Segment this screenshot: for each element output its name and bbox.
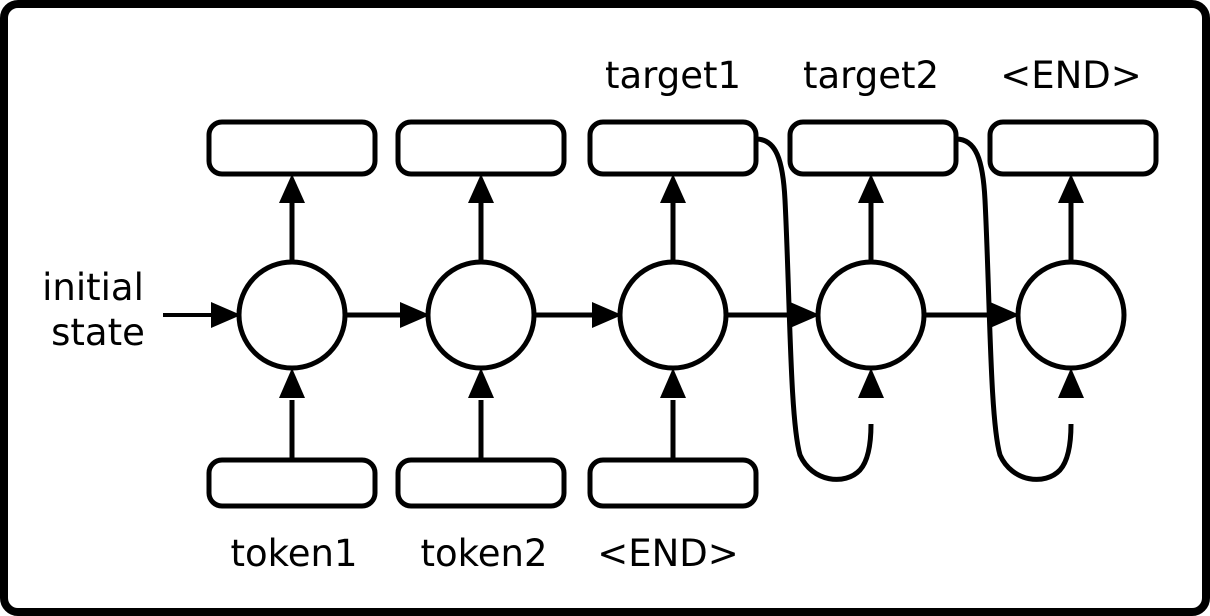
input-to-cell-arrow-1 [279, 368, 305, 398]
input-box-2[interactable] [395, 457, 567, 509]
output-box-1[interactable] [206, 119, 378, 177]
top-label-target2: target2 [803, 54, 939, 97]
cell-to-output-arrow-5 [1058, 174, 1084, 203]
initial-state-label-line2: state [51, 311, 145, 354]
labels-group: initial state target1 target2 <END> toke… [42, 54, 1142, 575]
state-flow-connections [163, 302, 1020, 328]
bottom-label-token1: token1 [230, 532, 357, 575]
feedback-curve-4-to-5 [955, 136, 1074, 482]
state-arrow-1-2 [400, 302, 430, 328]
bottom-label-end: <END> [597, 532, 739, 575]
timestep-column-5 [955, 119, 1159, 482]
initial-state-arrow [211, 302, 241, 328]
top-label-end: <END> [1000, 54, 1142, 97]
cell-to-output-arrow-4 [858, 174, 884, 203]
top-label-target1: target1 [605, 54, 741, 97]
feedback-arrow-3-to-4 [858, 368, 884, 398]
rnn-cell-4[interactable] [815, 259, 927, 371]
cell-to-output-arrow-1 [279, 174, 305, 203]
initial-state-label-line1: initial [42, 266, 144, 309]
timestep-column-2 [395, 119, 567, 509]
cell-to-output-arrow-3 [660, 174, 686, 203]
bottom-label-token2: token2 [420, 532, 547, 575]
timestep-column-3 [587, 119, 759, 509]
cell-to-output-arrow-2 [468, 174, 494, 203]
rnn-cell-2[interactable] [425, 259, 537, 371]
input-to-cell-arrow-2 [468, 368, 494, 398]
output-box-2[interactable] [395, 119, 567, 177]
output-box-3[interactable] [587, 119, 759, 177]
input-box-3[interactable] [587, 457, 759, 509]
rnn-cell-3[interactable] [617, 259, 729, 371]
state-arrow-2-3 [592, 302, 622, 328]
state-arrow-3-4 [790, 302, 820, 328]
feedback-arrow-4-to-5 [1058, 368, 1084, 398]
output-box-5[interactable] [987, 119, 1159, 177]
rnn-cell-1[interactable] [236, 259, 348, 371]
output-box-4[interactable] [787, 119, 959, 177]
timestep-column-1 [206, 119, 378, 509]
input-box-1[interactable] [206, 457, 378, 509]
state-arrow-4-5 [990, 302, 1020, 328]
rnn-cell-5[interactable] [1015, 259, 1127, 371]
feedback-curve-3-to-4 [755, 136, 874, 482]
input-to-cell-arrow-3 [660, 368, 686, 398]
